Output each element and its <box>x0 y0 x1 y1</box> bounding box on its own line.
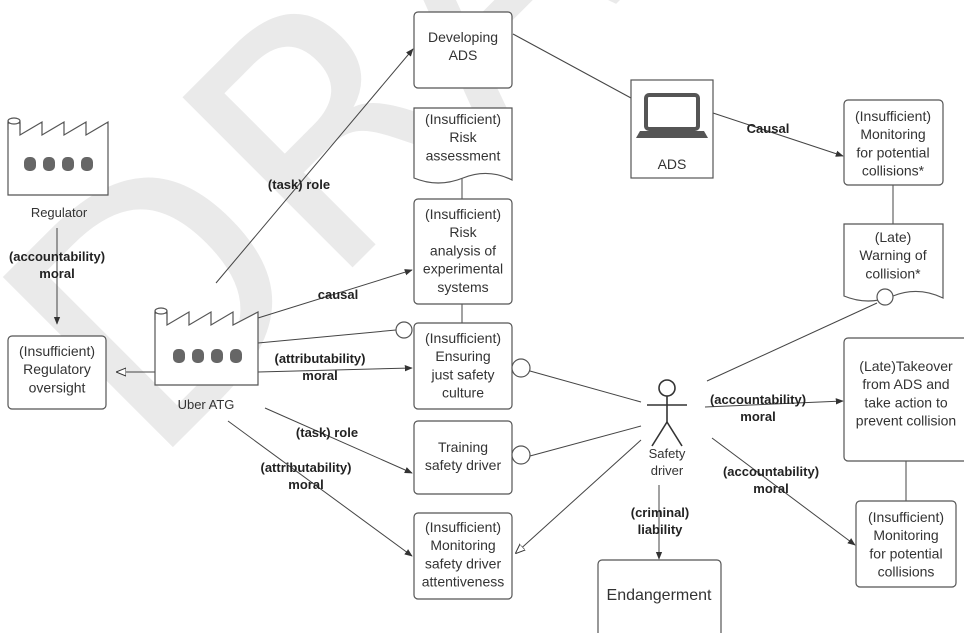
edge-label-accountability-takeover: (accountability)moral <box>710 392 806 424</box>
edge-label-criminal-liability: (criminal)liability <box>631 505 690 537</box>
node-ads: ADS <box>630 79 714 179</box>
actor-regulator-label: Regulator <box>31 205 88 220</box>
edge-label-task-role-bottom: (task) role <box>296 425 358 440</box>
node-endangerment: Endangerment <box>597 559 722 633</box>
edge-labels: (task) role causal (attributability)mora… <box>9 121 819 537</box>
actor-uber-label: Uber ATG <box>178 397 235 412</box>
edge-label-attributability-mid: (attributability)moral <box>275 351 366 383</box>
edge-label-causal-ads: Causal <box>747 121 790 136</box>
edge-label-task-role-top: (task) role <box>268 177 330 192</box>
interface-circle-warning <box>876 288 894 306</box>
interface-circle-culture <box>395 321 413 339</box>
edge-label-attributability-bottom: (attributability)moral <box>261 460 352 492</box>
edge-label-accountability-monitoring: (accountability)moral <box>723 464 819 496</box>
edge-label-accountability-regulator: (accountability)moral <box>9 249 105 281</box>
node-endangerment-label: Endangerment <box>607 587 713 604</box>
safety-driver-icon <box>647 379 687 447</box>
interface-circle-training <box>511 445 531 465</box>
laptop-icon <box>636 93 708 138</box>
interface-circle-culture-right <box>511 358 531 378</box>
connectors <box>53 33 907 560</box>
node-ads-label: ADS <box>658 156 687 172</box>
edge-label-causal: causal <box>318 287 358 302</box>
uber-atg-factory-icon <box>154 307 259 386</box>
regulator-factory-icon <box>7 117 109 196</box>
